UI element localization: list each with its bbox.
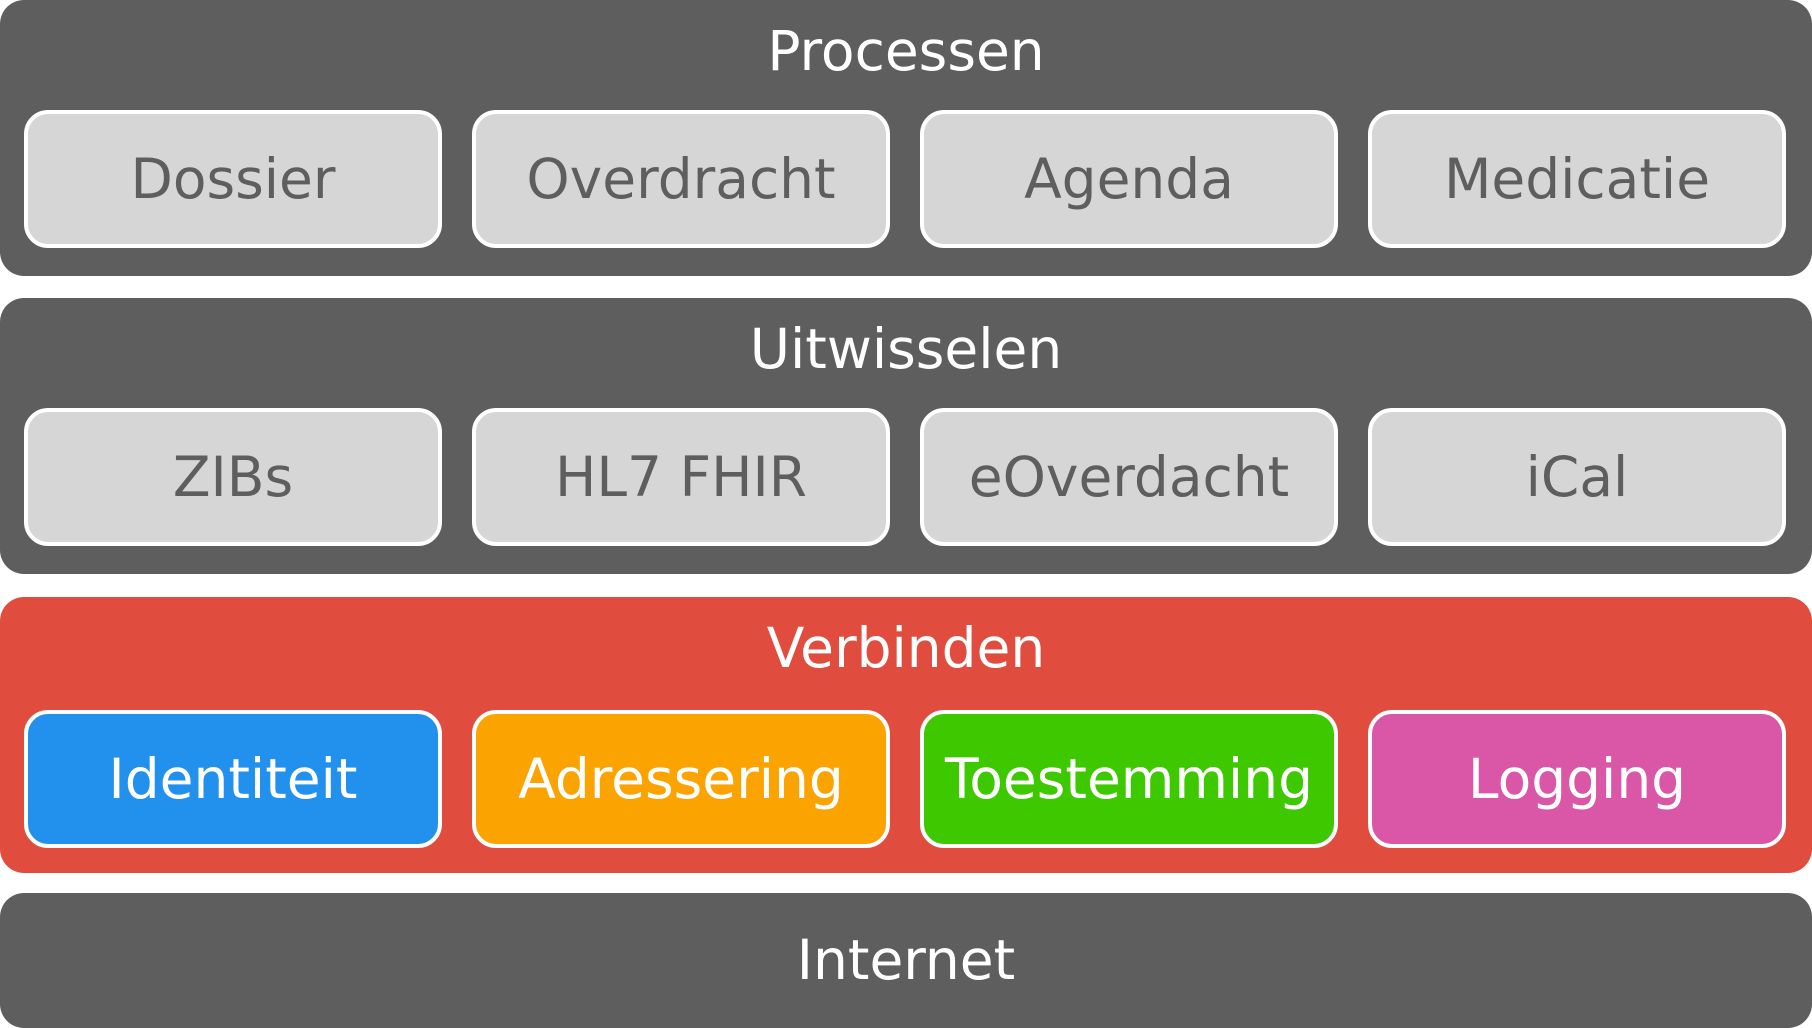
layer-verbinden: Verbinden Identiteit Adressering Toestem… xyxy=(0,597,1812,873)
box-identiteit: Identiteit xyxy=(24,710,442,848)
box-toestemming: Toestemming xyxy=(920,710,1338,848)
layer-uitwisselen: Uitwisselen ZIBs HL7 FHIR eOverdacht iCa… xyxy=(0,298,1812,574)
box-medicatie: Medicatie xyxy=(1368,110,1786,248)
box-dossier: Dossier xyxy=(24,110,442,248)
layer-title-internet: Internet xyxy=(796,928,1016,992)
box-overdracht: Overdracht xyxy=(472,110,890,248)
layer-title-processen: Processen xyxy=(767,19,1045,83)
box-eoverdacht: eOverdacht xyxy=(920,408,1338,546)
layer-title-uitwisselen: Uitwisselen xyxy=(749,317,1063,381)
box-adressering: Adressering xyxy=(472,710,890,848)
box-hl7-fhir: HL7 FHIR xyxy=(472,408,890,546)
box-ical: iCal xyxy=(1368,408,1786,546)
layer-internet: Internet xyxy=(0,893,1812,1028)
layer-title-verbinden: Verbinden xyxy=(766,616,1046,680)
box-zibs: ZIBs xyxy=(24,408,442,546)
layer-processen: Processen Dossier Overdracht Agenda Medi… xyxy=(0,0,1812,276)
box-logging: Logging xyxy=(1368,710,1786,848)
box-agenda: Agenda xyxy=(920,110,1338,248)
